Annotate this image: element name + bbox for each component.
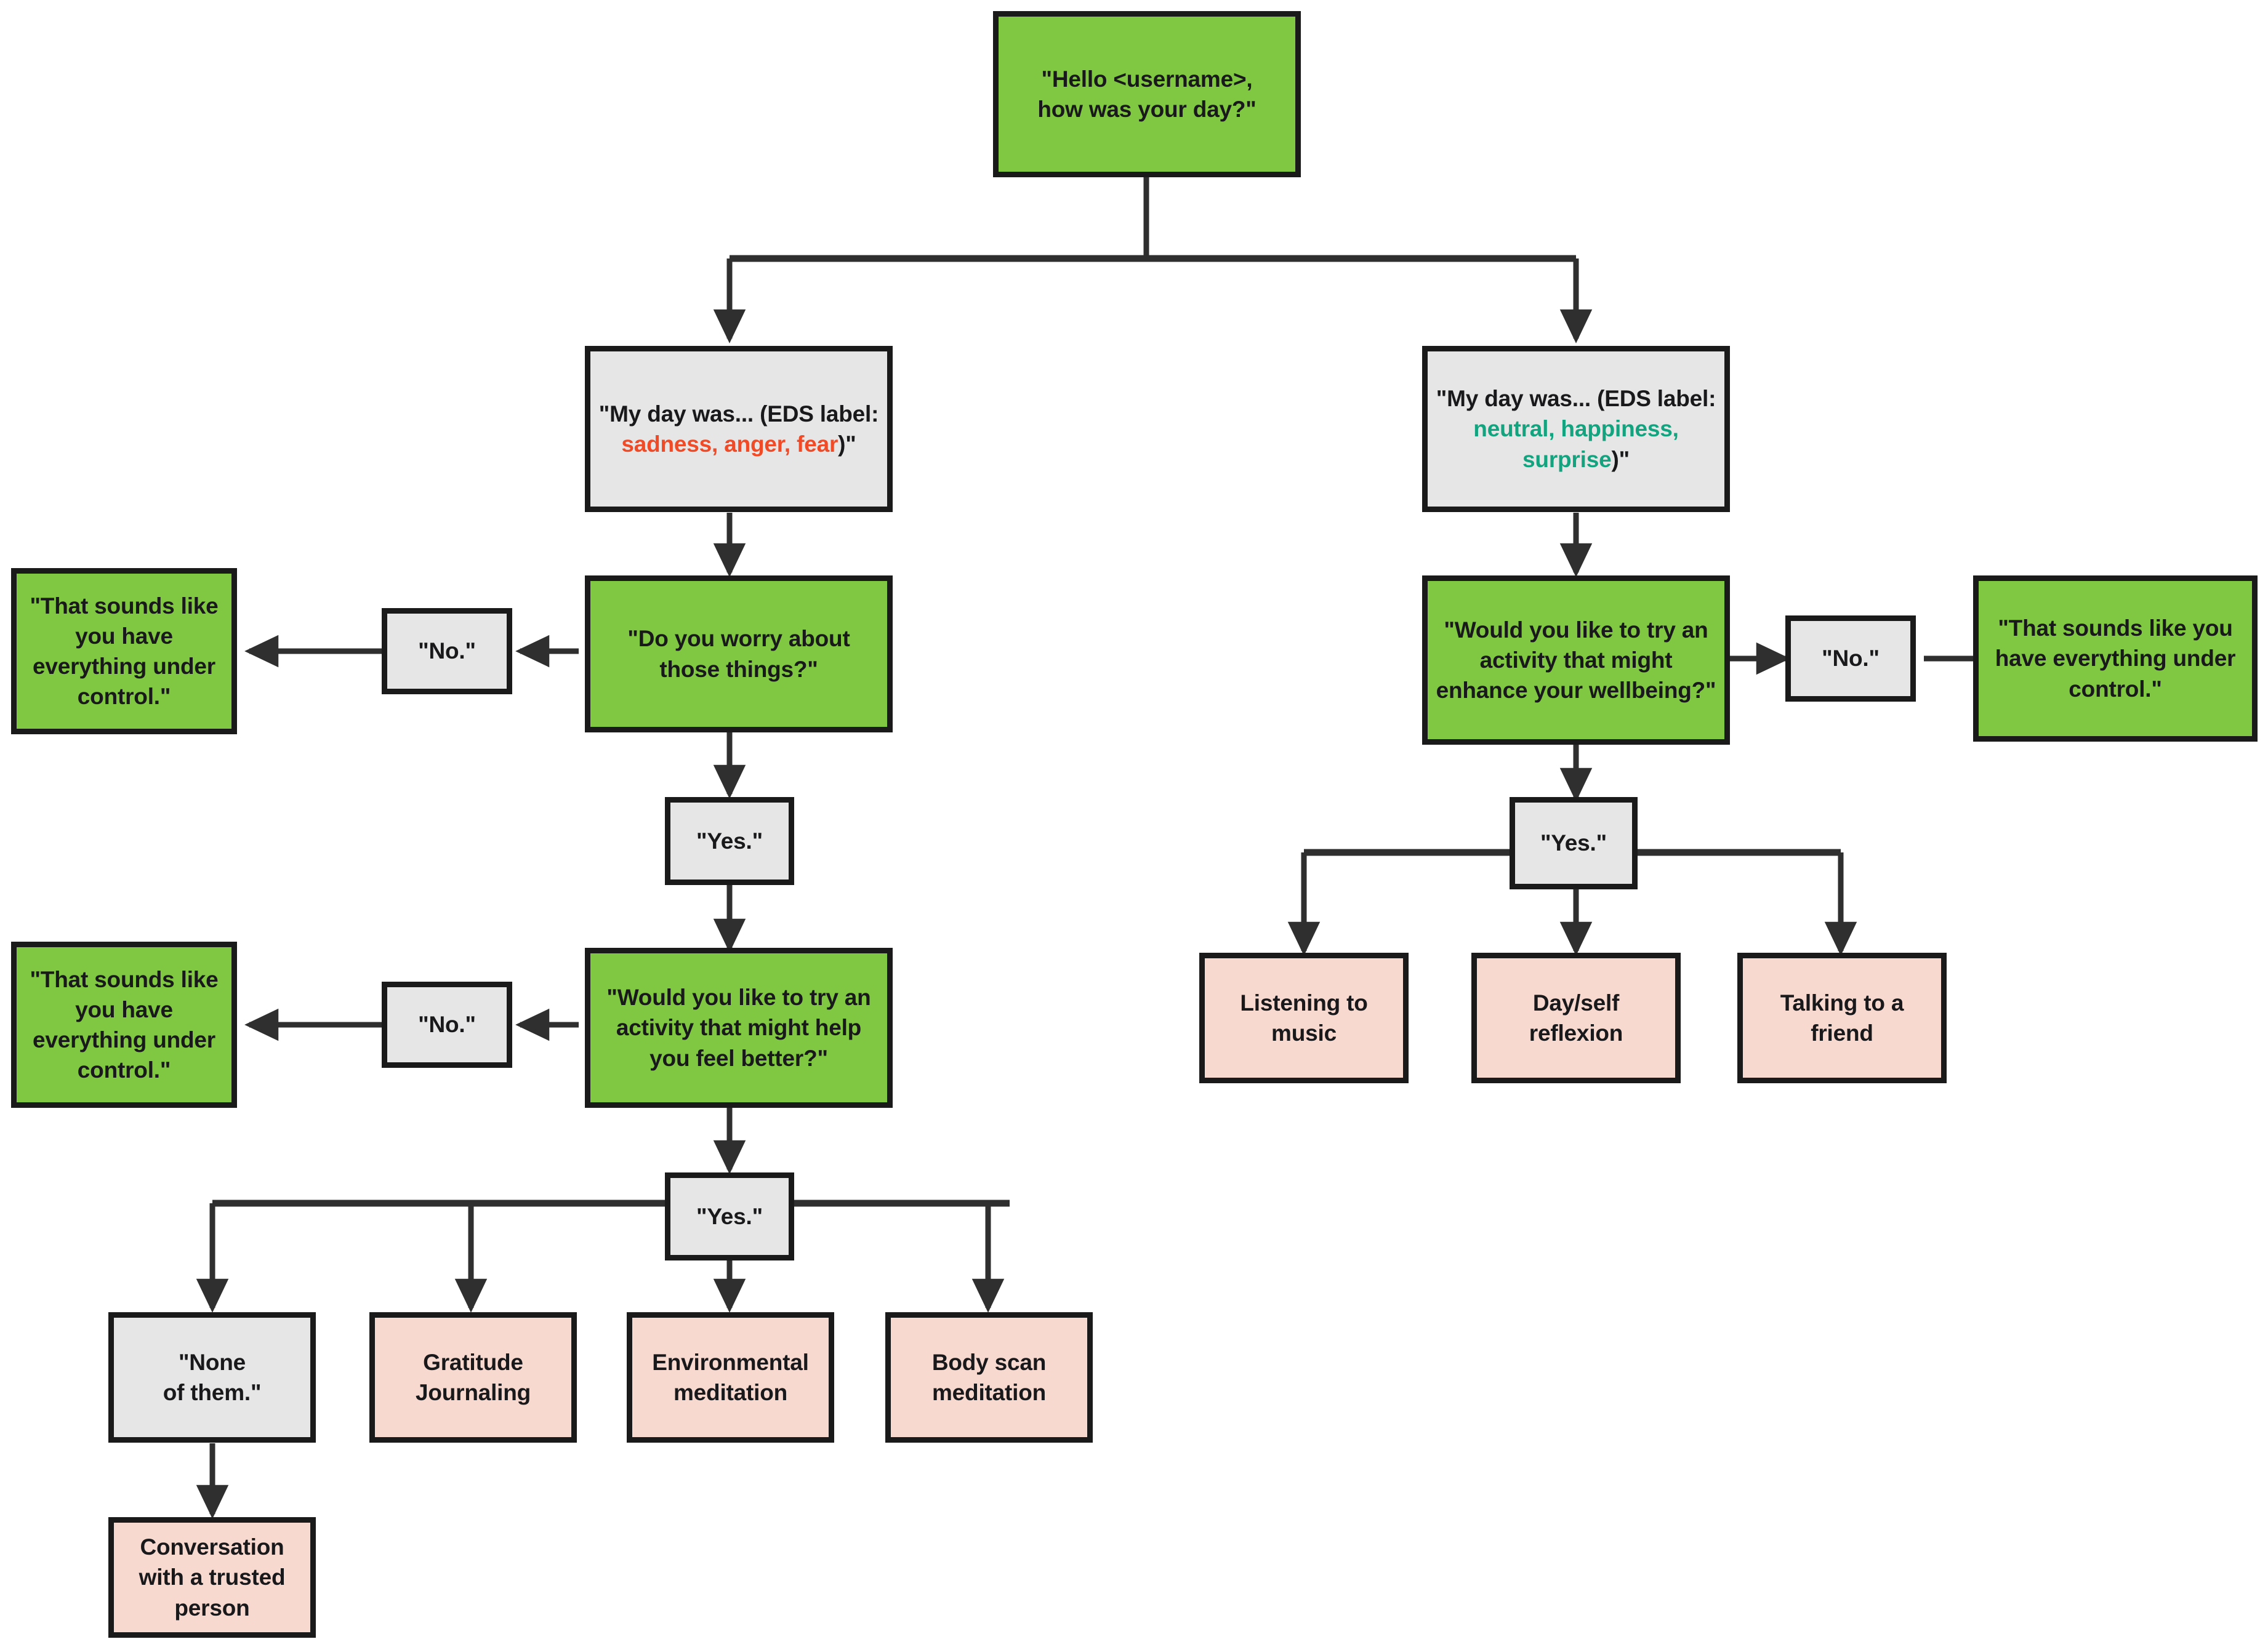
day-negative-emotions: sadness, anger, fear xyxy=(621,431,838,457)
day-positive-emotions: neutral, happiness, surprise xyxy=(1473,416,1679,472)
node-talking-friend[interactable]: Talking to a friend xyxy=(1737,953,1947,1083)
node-day-positive-label: "My day was... (EDS label: neutral, happ… xyxy=(1434,383,1718,475)
node-worry-no-reply[interactable]: "That sounds like you have everything un… xyxy=(11,568,237,734)
node-activity-feel-better[interactable]: "Would you like to try an activity that … xyxy=(585,948,893,1108)
node-gratitude-journaling[interactable]: Gratitude Journaling xyxy=(369,1312,577,1443)
day-negative-prefix: "My day was... (EDS label: xyxy=(598,401,879,427)
node-worry-no[interactable]: "No." xyxy=(382,608,512,694)
node-gratitude-journaling-label: Gratitude Journaling xyxy=(415,1349,531,1405)
node-none-of-them[interactable]: "None of them." xyxy=(108,1312,316,1443)
node-body-scan-meditation[interactable]: Body scan meditation xyxy=(885,1312,1093,1443)
node-activity-wellbeing-no-label: "No." xyxy=(1822,646,1880,671)
node-conversation-trusted-label: Conversation with a trusted person xyxy=(139,1534,286,1621)
node-talking-friend-label: Talking to a friend xyxy=(1780,990,1904,1046)
node-day-self-reflexion[interactable]: Day/self reflexion xyxy=(1471,953,1681,1083)
node-environmental-meditation-label: Environmental meditation xyxy=(652,1349,809,1405)
node-worry-yes[interactable]: "Yes." xyxy=(665,797,794,885)
node-none-of-them-label: "None of them." xyxy=(163,1349,262,1405)
node-activity-wellbeing-no-reply-label: "That sounds like you have everything un… xyxy=(1995,615,2236,702)
node-activity-wellbeing-yes[interactable]: "Yes." xyxy=(1510,797,1638,889)
day-negative-suffix: )" xyxy=(838,431,856,457)
node-activity-feel-better-no-reply[interactable]: "That sounds like you have everything un… xyxy=(11,942,237,1108)
node-worry-no-reply-label: "That sounds like you have everything un… xyxy=(30,593,219,710)
node-activity-wellbeing-label: "Would you like to try an activity that … xyxy=(1436,617,1716,703)
day-positive-suffix: )" xyxy=(1611,446,1630,472)
node-listening-music[interactable]: Listening to music xyxy=(1199,953,1409,1083)
node-worry-yes-label: "Yes." xyxy=(696,828,763,854)
node-greeting-label: "Hello <username>, how was your day?" xyxy=(1037,66,1257,122)
node-worry-no-label: "No." xyxy=(418,638,476,664)
node-activity-wellbeing[interactable]: "Would you like to try an activity that … xyxy=(1422,575,1730,745)
node-activity-wellbeing-no-reply[interactable]: "That sounds like you have everything un… xyxy=(1973,575,2258,742)
node-environmental-meditation[interactable]: Environmental meditation xyxy=(627,1312,834,1443)
node-activity-feel-better-no[interactable]: "No." xyxy=(382,982,512,1068)
node-worry-question[interactable]: "Do you worry about those things?" xyxy=(585,575,893,732)
node-day-negative[interactable]: "My day was... (EDS label: sadness, ange… xyxy=(585,346,893,512)
node-activity-feel-better-yes-label: "Yes." xyxy=(696,1203,763,1229)
node-activity-feel-better-label: "Would you like to try an activity that … xyxy=(606,985,871,1071)
node-body-scan-meditation-label: Body scan meditation xyxy=(931,1349,1047,1405)
node-day-positive[interactable]: "My day was... (EDS label: neutral, happ… xyxy=(1422,346,1730,512)
node-activity-feel-better-yes[interactable]: "Yes." xyxy=(665,1172,794,1260)
node-greeting[interactable]: "Hello <username>, how was your day?" xyxy=(993,11,1301,177)
node-worry-question-label: "Do you worry about those things?" xyxy=(627,626,850,682)
node-listening-music-label: Listening to music xyxy=(1240,990,1368,1046)
node-activity-wellbeing-no[interactable]: "No." xyxy=(1785,615,1916,702)
node-activity-wellbeing-yes-label: "Yes." xyxy=(1540,830,1607,856)
node-day-self-reflexion-label: Day/self reflexion xyxy=(1529,990,1623,1046)
node-day-negative-label: "My day was... (EDS label: sadness, ange… xyxy=(597,399,881,459)
node-conversation-trusted[interactable]: Conversation with a trusted person xyxy=(108,1517,316,1638)
node-activity-feel-better-no-reply-label: "That sounds like you have everything un… xyxy=(30,966,219,1083)
node-activity-feel-better-no-label: "No." xyxy=(418,1012,476,1038)
day-positive-prefix: "My day was... (EDS label: xyxy=(1436,386,1716,412)
